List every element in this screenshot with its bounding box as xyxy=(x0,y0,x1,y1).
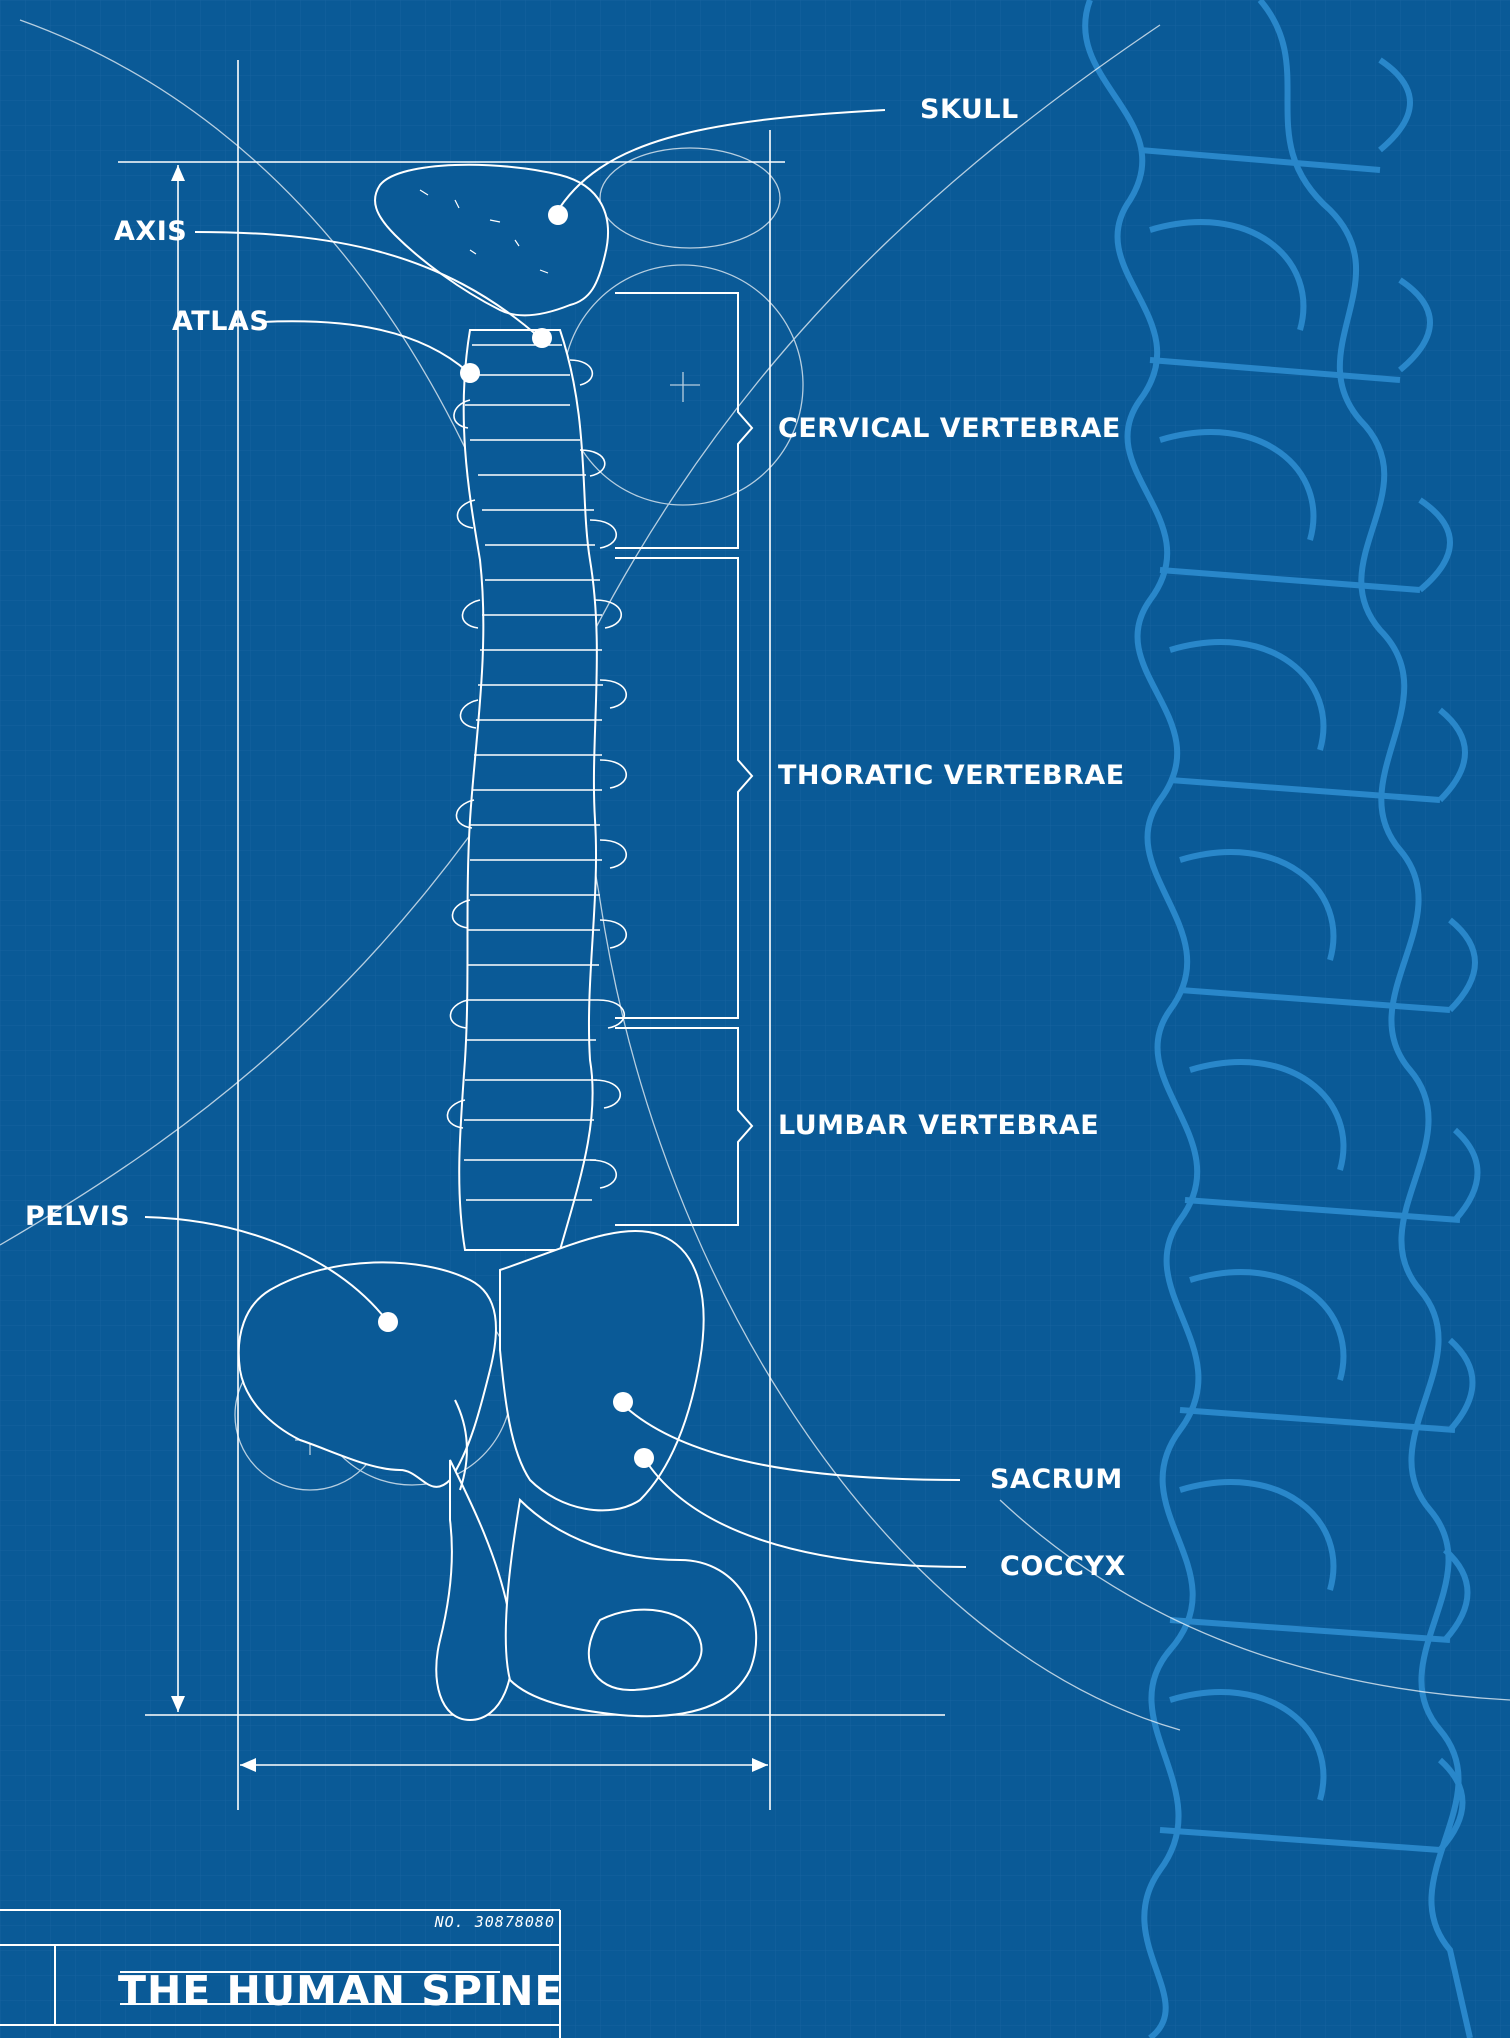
marker-pelvis xyxy=(378,1312,398,1332)
label-skull: SKULL xyxy=(920,96,1019,123)
document-number: NO. 30878080 xyxy=(0,1913,555,1931)
label-atlas: ATLAS xyxy=(172,308,269,335)
label-thoratic-vertebrae: THORATIC VERTEBRAE xyxy=(778,762,1125,789)
marker-coccyx xyxy=(634,1448,654,1468)
document-title: THE HUMAN SPINE xyxy=(118,1967,563,2015)
marker-skull xyxy=(548,205,568,225)
label-pelvis: PELVIS xyxy=(25,1203,130,1230)
label-cervical-vertebrae: CERVICAL VERTEBRAE xyxy=(778,415,1121,442)
marker-axis xyxy=(532,328,552,348)
label-sacrum: SACRUM xyxy=(990,1466,1123,1493)
marker-sacrum xyxy=(613,1392,633,1412)
label-coccyx: COCCYX xyxy=(1000,1553,1126,1580)
label-axis: AXIS xyxy=(114,218,187,245)
marker-atlas xyxy=(460,363,480,383)
label-lumbar-vertebrae: LUMBAR VERTEBRAE xyxy=(778,1112,1099,1139)
